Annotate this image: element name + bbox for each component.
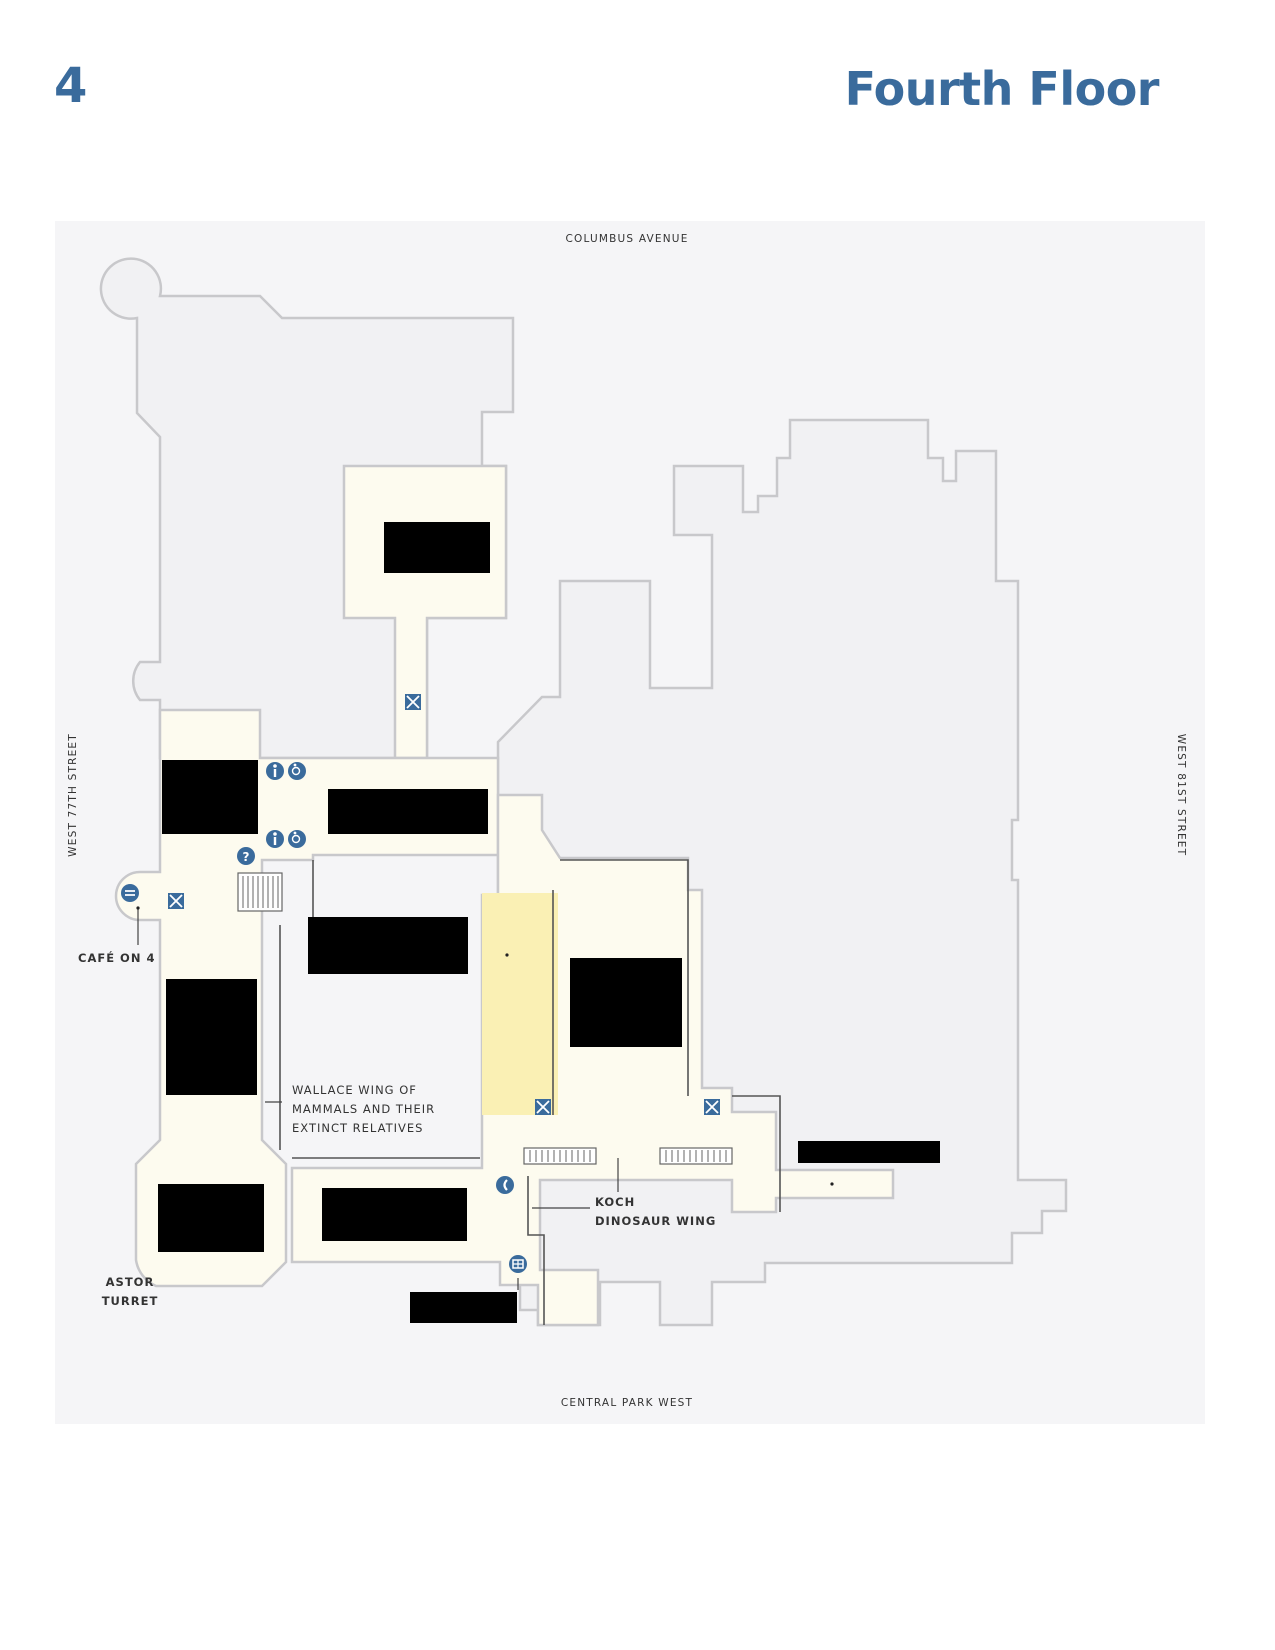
- koch-leader-line: [532, 1158, 619, 1209]
- accessible-icon: [288, 830, 306, 848]
- redacted-block-8: [158, 1184, 264, 1252]
- redacted-block-5: [166, 979, 257, 1095]
- cafe-label: CAFÉ ON 4: [78, 950, 155, 965]
- wallace-label-line-1: WALLACE WING OF: [292, 1083, 417, 1097]
- street-north-label: COLUMBUS AVENUE: [565, 233, 688, 245]
- street-west-label: WEST 77TH STREET: [67, 733, 79, 857]
- inner-wall-5: [732, 1095, 781, 1212]
- redacted-block-4: [308, 917, 468, 974]
- redacted-block-1: [384, 522, 490, 573]
- stairs-icon: [237, 872, 283, 912]
- redacted-block-7: [798, 1141, 940, 1163]
- redacted-block-10: [410, 1292, 517, 1323]
- elevator-icon: [535, 1099, 551, 1115]
- redacted-block-3: [328, 789, 488, 834]
- mens-restroom-icon: [266, 762, 284, 780]
- escalator-east-icon: [659, 1147, 733, 1165]
- redacted-block-9: [322, 1188, 467, 1241]
- floor-number: 4: [54, 58, 88, 114]
- street-south-label: CENTRAL PARK WEST: [561, 1397, 693, 1409]
- accessible-icon: [288, 762, 306, 780]
- cafe-icon: [121, 884, 139, 902]
- wallace-label-line-3: EXTINCT RELATIVES: [292, 1121, 423, 1135]
- koch-label-line-2: DINOSAUR WING: [595, 1214, 716, 1228]
- atm-icon: [509, 1255, 527, 1273]
- redacted-block-6: [570, 958, 682, 1047]
- redacted-block-2: [162, 760, 258, 834]
- koch-label-line-1: KOCH: [595, 1195, 635, 1209]
- east-wing-marker-dot: [830, 1182, 834, 1186]
- elevator-icon: [405, 694, 421, 710]
- phone-icon: [496, 1176, 514, 1194]
- elevator-icon: [168, 893, 184, 909]
- inner-wall-2: [279, 925, 480, 1159]
- mens-restroom-icon: [266, 830, 284, 848]
- svg-text:?: ?: [243, 850, 250, 864]
- information-icon: ?: [237, 847, 255, 865]
- inner-wall-3: [527, 1176, 545, 1325]
- cafe-leader-dot: [136, 906, 140, 910]
- floor-title: Fourth Floor: [844, 62, 1160, 116]
- astor-label-line-2: TURRET: [102, 1294, 159, 1308]
- astor-label-line-1: ASTOR: [106, 1275, 155, 1289]
- hall-marker-dot: [505, 953, 509, 957]
- elevator-icon: [704, 1099, 720, 1115]
- wallace-label-line-2: MAMMALS AND THEIR: [292, 1102, 435, 1116]
- inner-wall-4: [560, 859, 689, 1096]
- hall-highlighted: [482, 893, 558, 1115]
- escalator-west-icon: [523, 1147, 597, 1165]
- street-east-label: WEST 81ST STREET: [1175, 734, 1187, 856]
- hall-west-spine: [114, 708, 500, 1288]
